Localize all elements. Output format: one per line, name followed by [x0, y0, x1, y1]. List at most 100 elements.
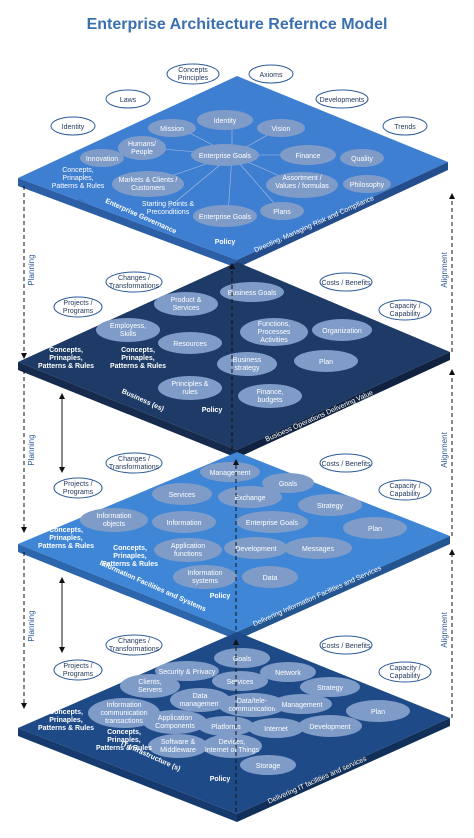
node: Mission	[160, 126, 184, 133]
node: Vision	[272, 126, 291, 133]
connector-arrows	[21, 186, 455, 812]
planning-label: Planning	[27, 610, 36, 641]
svg-text:Projects /Programs: Projects /Programs	[63, 481, 94, 496]
svg-text:Changes /Transformations: Changes /Transformations	[109, 275, 160, 290]
svg-text:Strategy: Strategy	[317, 503, 344, 510]
svg-text:Capacity /Capability: Capacity /Capability	[389, 483, 420, 498]
svg-text:Starting Points &Preconditions: Starting Points &Preconditions	[142, 201, 194, 216]
svg-text:Markets & Clients /Customers: Markets & Clients /Customers	[119, 177, 178, 192]
svg-text:Humans/People: Humans/People	[128, 141, 156, 156]
layer1-nodes: Mission Identity Vision Humans/People In…	[80, 110, 391, 227]
svg-text:Resources: Resources	[173, 341, 207, 348]
svg-text:Data/tele-communication: Data/tele-communication	[228, 698, 275, 713]
node: Enterprise Goals	[199, 214, 252, 221]
svg-text:Services: Services	[169, 492, 196, 499]
svg-text:Policy: Policy	[202, 407, 223, 414]
svg-text:Development: Development	[235, 546, 276, 553]
node: Identity	[214, 118, 237, 125]
svg-text:Management: Management	[210, 470, 251, 477]
node: Philosophy	[350, 182, 385, 189]
bubble: Laws	[120, 97, 137, 104]
bubble: Developments	[320, 97, 365, 104]
svg-text:Services: Services	[227, 679, 254, 686]
svg-text:Capacity /Capability: Capacity /Capability	[389, 665, 420, 680]
svg-text:Goals: Goals	[233, 656, 252, 663]
svg-text:Devices,Internet of Things: Devices,Internet of Things	[205, 739, 260, 754]
node: Finance	[296, 153, 321, 160]
svg-text:Goals: Goals	[279, 481, 298, 488]
svg-text:Costs / Benefits: Costs / Benefits	[321, 280, 371, 287]
svg-text:Storage: Storage	[256, 763, 281, 770]
node: Innovation	[86, 156, 118, 163]
svg-text:Finance,budgets: Finance,budgets	[257, 389, 284, 404]
svg-text:Concepts,Prinaples,Patterns &: Concepts,Prinaples,Patterns & Rules	[96, 729, 152, 752]
bubble: Identity	[62, 124, 85, 131]
svg-text:Principles &rules: Principles &rules	[172, 381, 209, 396]
node: Quality	[351, 156, 373, 163]
svg-text:Changes /Transformations: Changes /Transformations	[109, 638, 160, 653]
svg-text:Concepts,Prinaples,Patterns &: Concepts,Prinaples,Patterns & Rules	[38, 709, 94, 732]
svg-text:Product &Services: Product &Services	[171, 297, 202, 312]
svg-text:Organization: Organization	[322, 328, 362, 335]
planning-label: Planning	[27, 254, 36, 285]
svg-text:Plan: Plan	[368, 526, 382, 533]
svg-text:Internet: Internet	[264, 726, 288, 733]
policy-label: Policy	[215, 239, 236, 246]
svg-text:Concepts,Prinaples,Patterns &: Concepts,Prinaples,Patterns & Rules	[110, 347, 166, 370]
layer-governance: Mission Identity Vision Humans/People In…	[18, 76, 448, 268]
node: Enterprise Goals	[199, 153, 252, 160]
svg-text:Capacity /Capability: Capacity /Capability	[389, 303, 420, 318]
svg-text:Development: Development	[309, 724, 350, 731]
svg-text:Exchange: Exchange	[234, 495, 265, 502]
svg-text:Clients,Servers: Clients,Servers	[138, 679, 163, 694]
svg-text:Security & Privacy: Security & Privacy	[159, 669, 216, 676]
svg-text:Network: Network	[275, 670, 301, 677]
svg-text:Costs / Benefits: Costs / Benefits	[321, 461, 371, 468]
alignment-label: Alignment	[440, 611, 449, 647]
layer1-bubbles	[50, 63, 428, 136]
svg-text:Assortment /Values / formulas: Assortment /Values / formulas	[275, 175, 329, 190]
svg-text:Plan: Plan	[371, 709, 385, 716]
node: Plans	[273, 209, 291, 216]
svg-text:Messages: Messages	[302, 546, 334, 553]
planning-label: Planning	[27, 434, 36, 465]
svg-text:Concepts,Prinaples,Patterns &: Concepts,Prinaples,Patterns & Rules	[38, 347, 94, 370]
alignment-label: Alignment	[440, 251, 449, 287]
layer-infrastructure: Goals Security & Privacy Network Clients…	[18, 632, 450, 822]
svg-text:Employess,Skills: Employess,Skills	[110, 323, 146, 338]
alignment-label: Alignment	[440, 431, 449, 467]
svg-text:Data: Data	[263, 575, 278, 582]
svg-text:Platforms: Platforms	[211, 724, 241, 731]
svg-text:Projects /Programs: Projects /Programs	[63, 300, 94, 315]
svg-text:Plan: Plan	[319, 359, 333, 366]
svg-text:Changes /Transformations: Changes /Transformations	[109, 456, 160, 471]
bubble: Trends	[394, 124, 416, 131]
svg-text:Business Goals: Business Goals	[228, 290, 277, 297]
svg-text:Costs / Benefits: Costs / Benefits	[321, 643, 371, 650]
svg-text:Information: Information	[166, 520, 201, 527]
svg-text:Policy: Policy	[210, 776, 231, 783]
svg-text:Concepts,Prinaples,Patterns &: Concepts,Prinaples,Patterns & Rules	[38, 527, 94, 550]
svg-text:Enterprise Goals: Enterprise Goals	[246, 520, 299, 527]
page-title: Enterprise Architecture Refernce Model	[86, 16, 388, 33]
svg-text:Concepts,Prinaples,Patterns &: Concepts,Prinaples,Patterns & Rules	[102, 545, 158, 568]
svg-text:Strategy: Strategy	[317, 685, 344, 692]
svg-text:Software &Middleware: Software &Middleware	[160, 739, 196, 754]
layer-business: Business Goals Product &Services Employe…	[18, 262, 450, 458]
svg-text:Concepts,Prinaples,Patterns &: Concepts,Prinaples,Patterns & Rules	[52, 167, 105, 190]
svg-text:Projects /Programs: Projects /Programs	[63, 663, 94, 678]
bubble: Axioms	[260, 72, 283, 79]
svg-text:Policy: Policy	[210, 593, 231, 600]
svg-text:Management: Management	[282, 702, 323, 709]
layer-plane	[18, 76, 448, 260]
